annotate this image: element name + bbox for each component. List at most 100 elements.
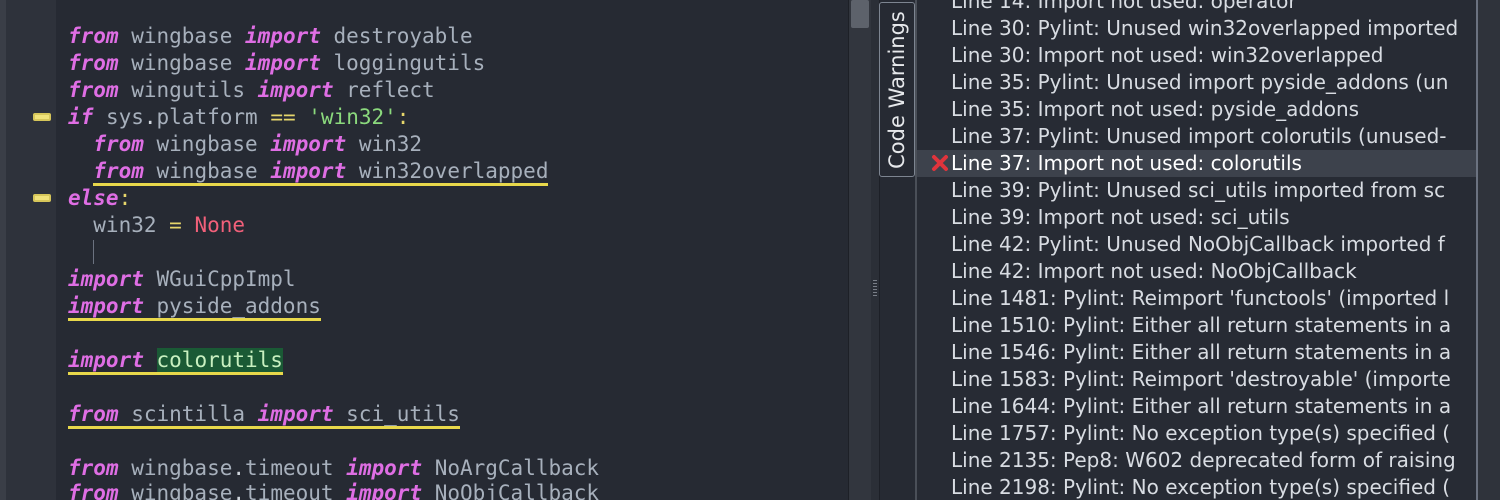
warning-row[interactable]: Line 35: Pylint: Unused import pyside_ad…: [917, 69, 1477, 96]
code-text: reflect: [333, 78, 435, 102]
editor-gutter[interactable]: [6, 0, 56, 500]
warning-text: Line 35: Pylint: Unused import pyside_ad…: [951, 70, 1449, 94]
code-text: wingbase: [118, 481, 233, 500]
fold-marker-if[interactable]: [33, 113, 51, 121]
warning-row[interactable]: Line 1481: Pylint: Reimport 'functools' …: [917, 285, 1477, 312]
code-line-8[interactable]: win32 = None: [68, 212, 245, 239]
warning-text: Line 14: Import not used: operator: [951, 0, 1297, 13]
code-line-17[interactable]: from wingbase.timeout import NoArgCallba…: [68, 455, 599, 482]
tab-rail: [915, 0, 917, 500]
keyword: if: [68, 105, 94, 129]
code-text: scintilla: [118, 402, 258, 426]
string-literal: 'win32': [308, 105, 397, 129]
code-text: WGuiCppImpl: [143, 267, 296, 291]
code-text: wingbase: [118, 51, 246, 75]
warning-row[interactable]: Line 37: Pylint: Unused import colorutil…: [917, 123, 1477, 150]
code-line-14[interactable]: [68, 374, 81, 401]
warning-row[interactable]: Line 39: Import not used: sci_utils: [917, 204, 1477, 231]
warning-row[interactable]: Line 42: Import not used: NoObjCallback: [917, 258, 1477, 285]
warning-text: Line 30: Pylint: Unused win32overlapped …: [951, 16, 1459, 40]
code-text: NoObjCallback: [422, 481, 600, 500]
code-line-7[interactable]: else:: [68, 185, 131, 212]
panel-right-scroll-area[interactable]: [1478, 0, 1500, 500]
warning-text: Line 1583: Pylint: Reimport 'destroyable…: [951, 367, 1451, 391]
keyword: else: [68, 186, 119, 210]
warning-row[interactable]: Line 1546: Pylint: Either all return sta…: [917, 339, 1477, 366]
code-text: [296, 105, 309, 129]
warning-text: Line 2135: Pep8: W602 deprecated form of…: [951, 448, 1456, 472]
code-line-16[interactable]: [68, 428, 81, 455]
editor-vertical-scrollbar[interactable]: [848, 0, 871, 500]
code-text: wingbase: [143, 132, 271, 156]
warning-row[interactable]: Line 30: Pylint: Unused win32overlapped …: [917, 15, 1477, 42]
keyword: from: [68, 481, 119, 500]
code-line-18[interactable]: from wingbase.timeout import NoObjCallba…: [68, 480, 599, 500]
dot-operator: .: [232, 456, 246, 480]
panel-border: [1476, 0, 1478, 500]
code-line-9[interactable]: [68, 239, 81, 266]
keyword: import: [68, 348, 144, 372]
indent: [68, 159, 93, 183]
operator: =: [169, 213, 182, 237]
code-text: sci_utils: [333, 402, 460, 426]
code-line-6[interactable]: from wingbase import win32overlapped: [68, 158, 549, 186]
code-line-15[interactable]: from scintilla import sci_utils: [68, 401, 460, 429]
window-left-edge: [0, 0, 6, 500]
warning-text: Line 1481: Pylint: Reimport 'functools' …: [951, 286, 1450, 310]
warning-row[interactable]: Line 1757: Pylint: No exception type(s) …: [917, 420, 1477, 447]
warning-row[interactable]: Line 14: Import not used: operator: [917, 0, 1477, 15]
warning-row[interactable]: Line 1644: Pylint: Either all return sta…: [917, 393, 1477, 420]
code-line-1[interactable]: from wingbase import destroyable: [68, 23, 473, 50]
code-line-4[interactable]: if sys.platform == 'win32':: [68, 104, 409, 131]
operator: :: [118, 186, 132, 210]
indent: [68, 132, 93, 156]
splitter-grip-icon[interactable]: [873, 280, 877, 298]
code-line-2[interactable]: from wingbase import loggingutils: [68, 50, 485, 77]
keyword: import: [346, 456, 423, 480]
warning-text: Line 42: Import not used: NoObjCallback: [951, 259, 1357, 283]
warning-row[interactable]: Line 2135: Pep8: W602 deprecated form of…: [917, 447, 1477, 474]
warning-row[interactable]: Line 30: Import not used: win32overlappe…: [917, 42, 1477, 69]
fold-marker-else[interactable]: [33, 194, 51, 202]
code-text: timeout: [245, 456, 347, 480]
panel-splitter[interactable]: [871, 0, 880, 500]
code-text: [68, 321, 81, 345]
warning-row[interactable]: Line 39: Pylint: Unused sci_utils import…: [917, 177, 1477, 204]
code-line-11[interactable]: import pyside_addons: [68, 293, 321, 321]
warning-text: Line 30: Import not used: win32overlappe…: [951, 43, 1384, 67]
code-line-5[interactable]: from wingbase import win32: [68, 131, 422, 158]
error-x-icon: [932, 155, 948, 171]
code-line-12[interactable]: [68, 320, 81, 347]
scrollbar-thumb[interactable]: [851, 0, 869, 28]
keyword: from: [93, 159, 144, 183]
warning-text: Line 39: Pylint: Unused sci_utils import…: [951, 178, 1446, 202]
keyword: import: [68, 267, 144, 291]
code-line-3[interactable]: from wingutils import reflect: [68, 77, 435, 104]
warning-text: Line 42: Pylint: Unused NoObjCallback im…: [951, 232, 1445, 256]
keyword: import: [270, 159, 347, 183]
warning-row[interactable]: Line 35: Import not used: pyside_addons: [917, 96, 1477, 123]
selected-text: colorutils: [156, 348, 283, 372]
code-editor[interactable]: from wingbase import destroyable from wi…: [56, 0, 848, 500]
warning-text: Line 35: Import not used: pyside_addons: [951, 97, 1360, 121]
warning-row[interactable]: Line 42: Pylint: Unused NoObjCallback im…: [917, 231, 1477, 258]
indent-guide: [93, 240, 94, 264]
warning-row[interactable]: Line 1583: Pylint: Reimport 'destroyable…: [917, 366, 1477, 393]
tab-label: Code Warnings: [885, 10, 909, 169]
operator: ==: [270, 105, 296, 129]
code-line-10[interactable]: import WGuiCppImpl: [68, 266, 296, 293]
keyword: from: [68, 24, 119, 48]
warning-row[interactable]: Line 37: Import not used: colorutils: [917, 150, 1477, 177]
warning-row[interactable]: Line 1510: Pylint: Either all return sta…: [917, 312, 1477, 339]
code-text: timeout: [245, 481, 347, 500]
keyword: from: [68, 402, 119, 426]
dot-operator: .: [232, 481, 246, 500]
code-text: platform: [156, 105, 271, 129]
dot-operator: .: [143, 105, 157, 129]
tab-code-warnings[interactable]: Code Warnings: [879, 2, 915, 177]
code-text: NoArgCallback: [422, 456, 600, 480]
warning-row[interactable]: Line 2198: Pylint: No exception type(s) …: [917, 474, 1477, 500]
warning-text: Line 39: Import not used: sci_utils: [951, 205, 1290, 229]
code-line-13[interactable]: import colorutils: [68, 347, 283, 375]
